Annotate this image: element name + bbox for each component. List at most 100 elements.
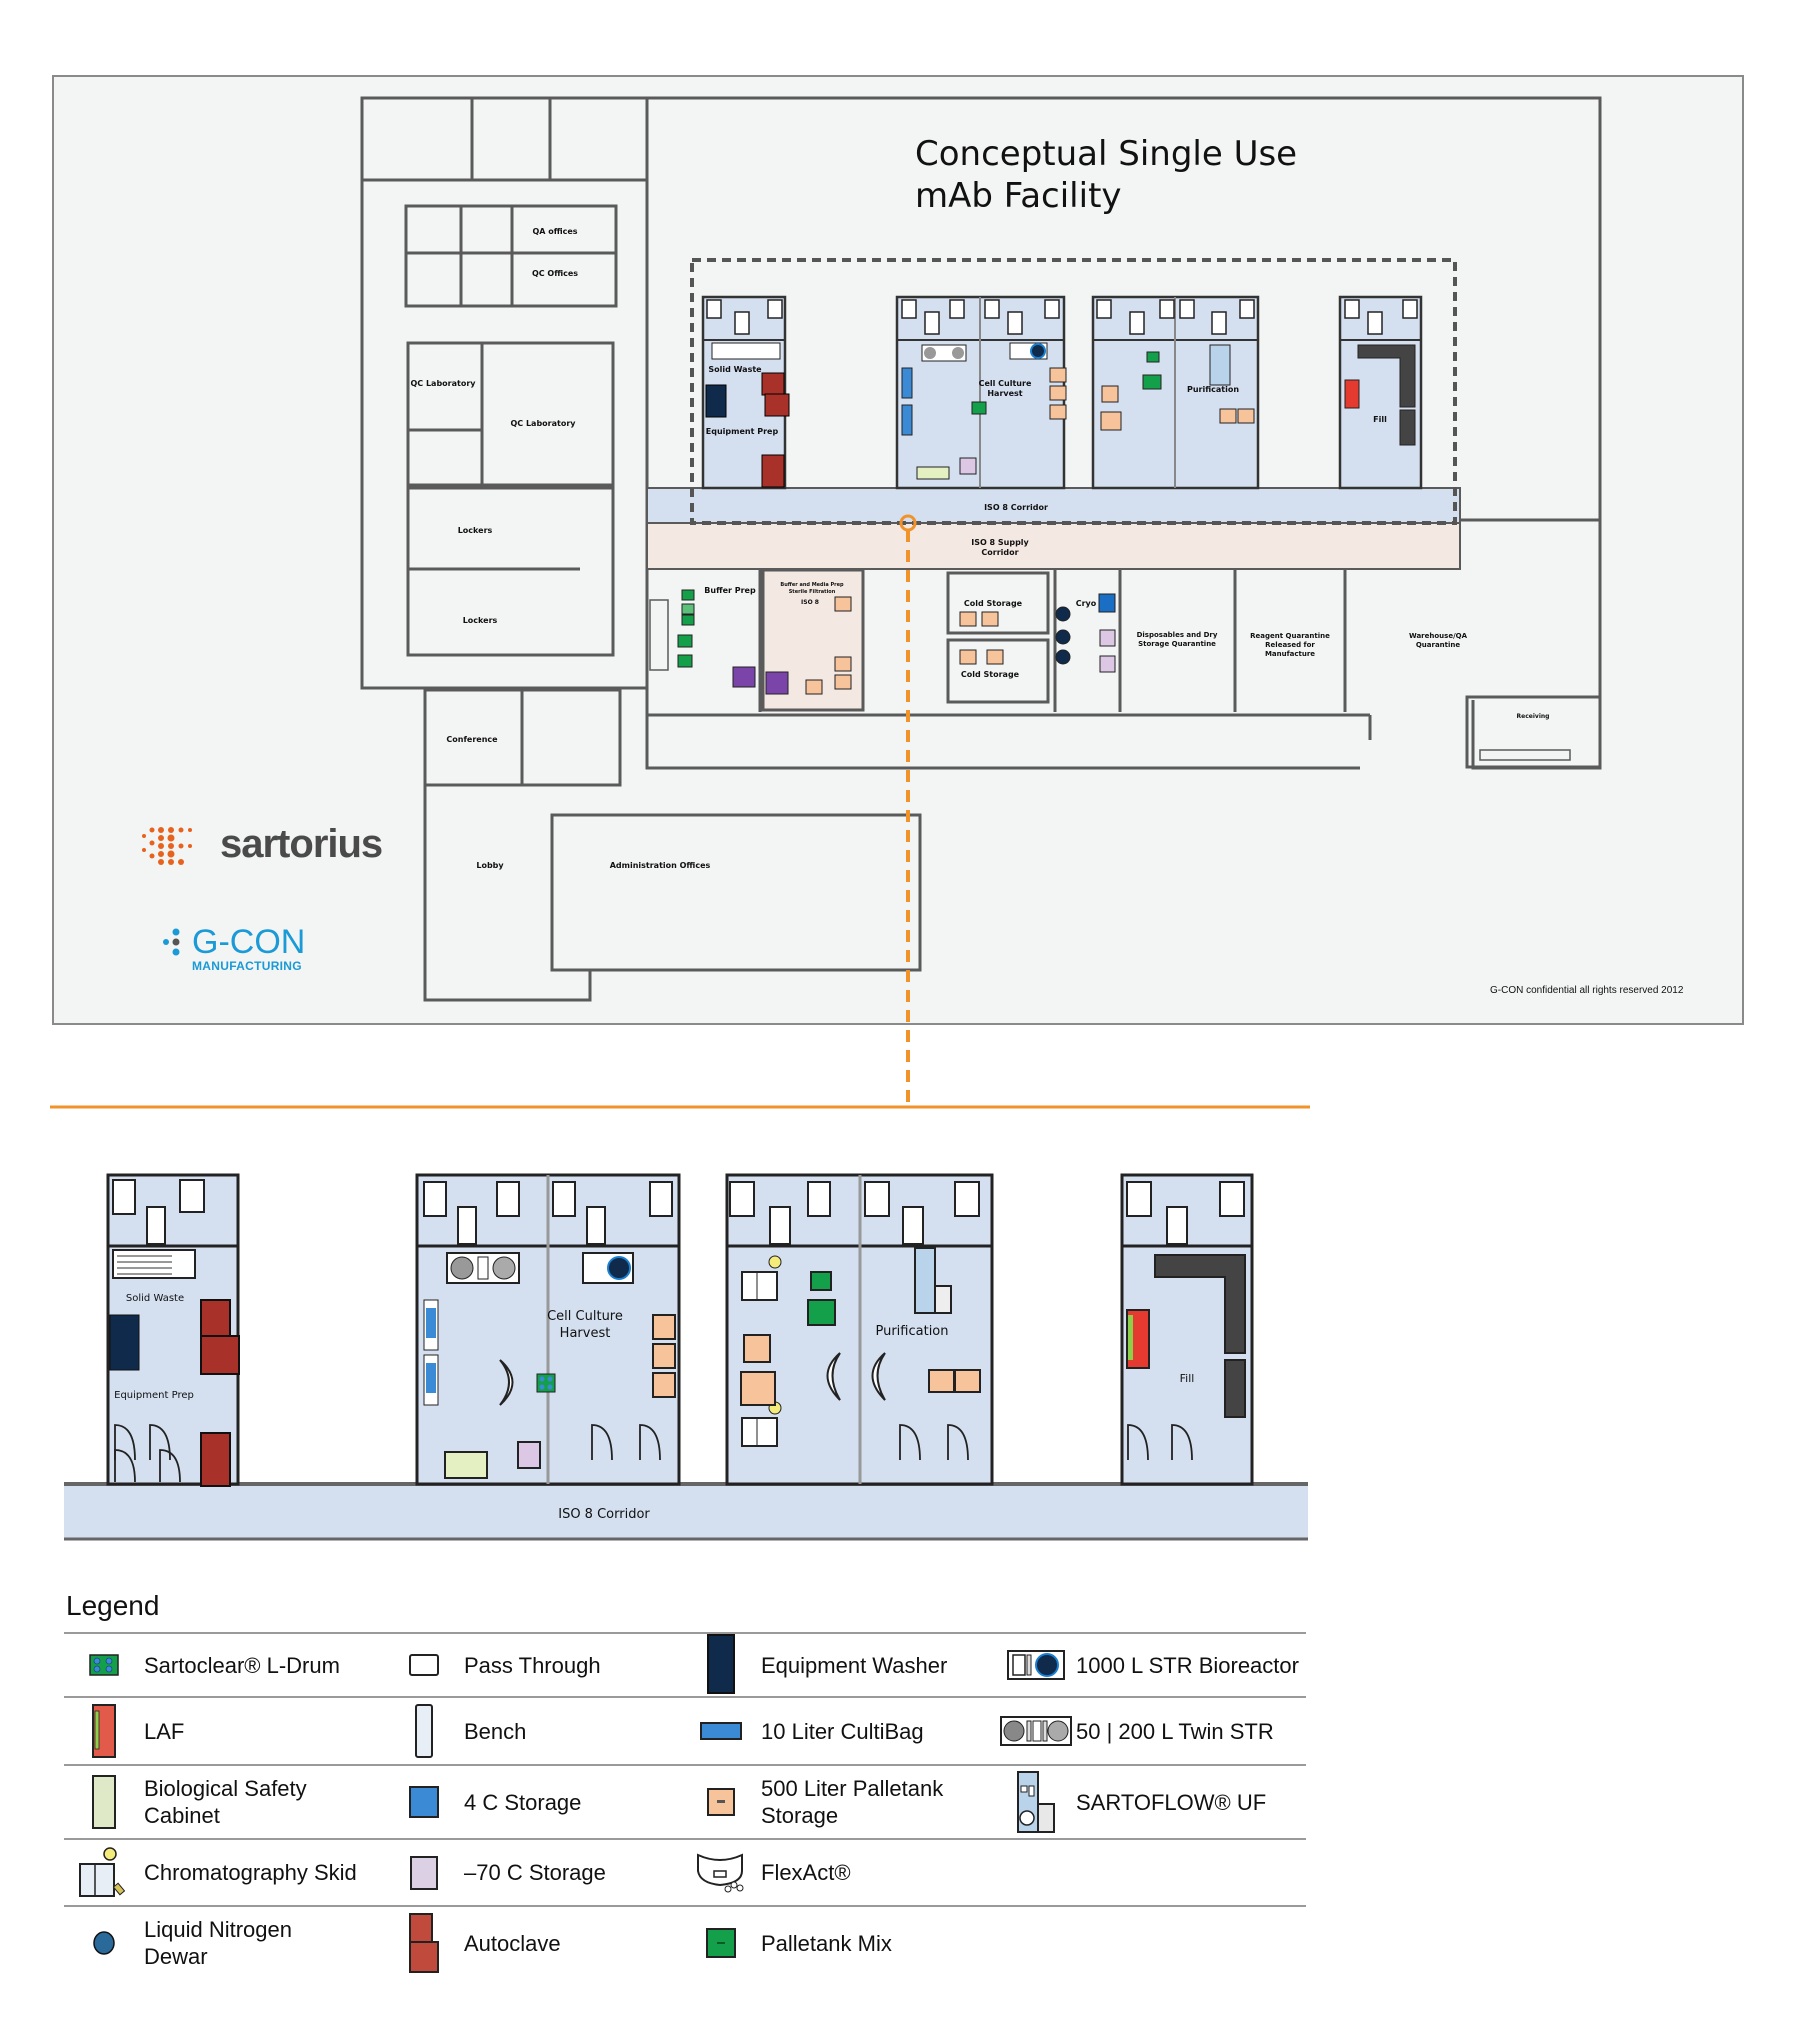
legend-table: Sartoclear® L-Drum Pass Through Equipmen… [64,1632,1306,1979]
legend-label: 50 | 200 L Twin STR [1076,1718,1274,1744]
flexact [499,1359,514,1406]
cold-storage-2-room [946,638,1050,704]
room-label: Lockers [463,616,498,625]
cold-storage-1-room [946,571,1050,635]
title-line-1: Conceptual Single Use [915,134,1298,174]
sartoflow-uf-icon [996,1770,1076,1834]
room-label-detail: Cell Culture [547,1309,623,1324]
room-label: Solid Waste [708,365,762,374]
legend-label: Pass Through [464,1652,601,1678]
legend-label: Chromatography Skid [144,1860,357,1885]
room-label: Administration Offices [610,861,711,870]
iso8-corridor-overview [646,487,1461,524]
autoclave-overview-3 [761,454,785,488]
room-label: Manufacture [1265,650,1315,658]
pass-through-icon [384,1653,464,1677]
cultibag-icon [681,1720,761,1742]
room-label: ISO 8 Corridor [984,503,1048,512]
sartorius-dots-icon [142,826,192,865]
detail-region-highlight [690,258,1457,525]
flexact-icon [681,1851,761,1895]
autoclave [200,1335,240,1375]
legend-label: 500 Liter Palletank Storage [761,1776,944,1828]
equipment-washer-overview [705,384,727,418]
receiving-room [1465,695,1602,769]
room-label: Sterile Filtration [789,589,836,595]
room-label: Fill [1373,415,1387,424]
room-label: QC Offices [532,269,578,278]
str-bioreactor-1000l-icon [996,1649,1076,1681]
supply-corridor-overview [646,522,1461,570]
autoclave [200,1299,231,1337]
fill-line-overview [1357,344,1416,408]
legend-row: LAF Bench 10 Liter CultiBag 50 | 200 L T… [64,1696,1306,1764]
legend-label: –70 C Storage [464,1860,606,1885]
autoclave [200,1432,231,1487]
room-label: Cell Culture [979,379,1032,388]
flexact [871,1352,886,1401]
legend-row: Liquid Nitrogen Dewar Autoclave Palletan… [64,1905,1306,1979]
room-label-detail: Harvest [560,1326,611,1341]
equipment-washer-icon [681,1633,761,1697]
facility-floor-plan: QA offices QC Offices QC Laboratory QC L… [50,96,1602,1109]
legend-label: Palletank Mix [761,1930,892,1956]
legend-label: 1000 L STR Bioreactor [1076,1652,1299,1678]
fill-line [1154,1254,1246,1354]
laf-icon [64,1703,144,1759]
room-label: QC Laboratory [411,379,477,388]
legend-label: 10 Liter CultiBag [761,1718,924,1744]
chromatography-skid-icon [64,1846,144,1900]
biosafety-cabinet-icon [64,1774,144,1830]
sartoclear-ldrum-icon [64,1654,144,1676]
chromatography-skid [741,1271,778,1301]
equipment-washer [109,1314,140,1371]
copyright-notice: G-CON confidential all rights reserved 2… [1490,985,1684,996]
iso8-corridor-detail [64,1484,1308,1539]
room-label: Equipment Prep [706,427,779,436]
room-label: QC Laboratory [511,419,577,428]
room-label-detail: ISO 8 Corridor [558,1507,650,1522]
legend-title: Legend [66,1590,160,1621]
legend-label: Equipment Washer [761,1652,948,1678]
chromatography-skid [741,1417,778,1447]
sartoclear-ldrum [536,1373,556,1393]
room-label: Reagent Quarantine [1250,632,1330,640]
legend-label: 4 C Storage [464,1789,582,1815]
legend-row: Biological Safety Cabinet 4 C Storage 50… [64,1764,1306,1838]
legend-label: FlexAct® [761,1860,851,1885]
autoclave-overview-1 [761,372,785,396]
room-label: Buffer Prep [704,586,756,595]
legend-label: SARTOFLOW® UF [1076,1789,1267,1815]
title-line-2: mAb Facility [915,176,1122,216]
cold-storage-4c-icon [384,1785,464,1819]
room-label: Cryo [1076,599,1097,608]
gcon-dots-icon [163,928,180,956]
room-label: Cold Storage [961,670,1020,679]
admin-wing-outline [360,96,649,690]
palletank-mix [810,1271,832,1291]
sartorius-wordmark: sartorius [220,822,383,866]
palletank-mix-icon [681,1927,761,1959]
legend-label: Sartoclear® L-Drum [144,1652,340,1678]
palletank-storage-icon [681,1787,761,1817]
room-label: ISO 8 [801,599,819,606]
page-title: Conceptual Single Use mAb Facility [915,133,1297,217]
room-label: Storage Quarantine [1138,640,1216,648]
room-label: Released for [1265,641,1315,649]
legend-label: LAF [144,1718,185,1744]
gcon-wordmark: G-CON [192,923,306,961]
room-label: Conference [446,735,498,744]
legend-label: Liquid Nitrogen Dewar [144,1917,292,1969]
room-label: Lockers [458,526,493,535]
office-top-row [360,96,649,182]
gcon-subtitle: MANUFACTURING [192,959,302,973]
sartoflow-uf [914,1247,936,1314]
room-label: Lobby [476,861,504,870]
room-label: Warehouse/QA [1409,632,1468,640]
freezer-minus70 [517,1441,541,1469]
admin-offices-room [550,813,922,972]
room-label: Corridor [981,548,1018,557]
autoclave-overview-2 [764,393,790,417]
legend-label: Bench [464,1718,527,1744]
room-label-detail: Equipment Prep [114,1390,194,1401]
